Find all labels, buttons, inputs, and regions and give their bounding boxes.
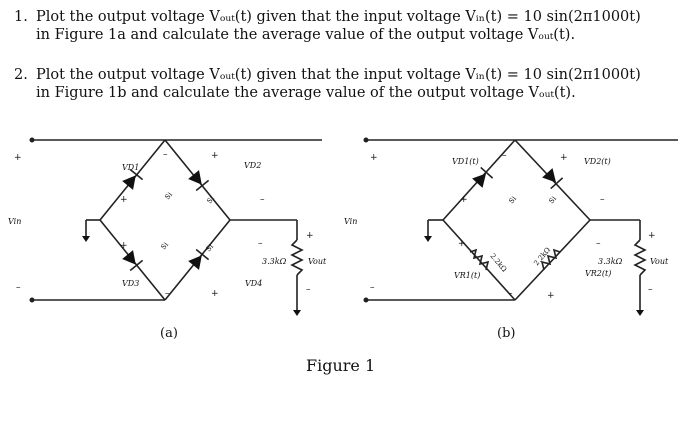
vout-minus-a: –	[306, 285, 311, 295]
d2-plus-b: +	[560, 153, 568, 163]
r1-value-b: 2.2kΩ	[488, 252, 508, 274]
question-2-line-2: in Figure 1b and calculate the average v…	[36, 85, 576, 101]
question-2-line-1: Plot the output voltage Vₒᵤₜ(t) given th…	[36, 67, 641, 83]
vin-label-b: Vin	[344, 217, 357, 226]
vout-plus-a: +	[306, 231, 314, 241]
vd4-label: VD4	[245, 279, 262, 288]
vd2-label-b: VD2(t)	[584, 157, 611, 166]
subfigure-b-caption: (b)	[497, 326, 516, 341]
vr1-label-b: VR1(t)	[454, 271, 480, 280]
d1-minus-b: –	[502, 151, 507, 161]
vin-plus-a: +	[14, 153, 22, 163]
r1-plus-b: +	[458, 239, 466, 249]
question-1-line-1: Plot the output voltage Vₒᵤₜ(t) given th…	[36, 9, 641, 25]
diode-d4-a	[188, 248, 210, 270]
vin-plus-b: +	[370, 153, 378, 163]
question-1-line-2: in Figure 1a and calculate the average v…	[36, 27, 576, 43]
vd1-label: VD1	[122, 163, 139, 172]
diode-d3-a	[122, 250, 144, 272]
question-1-number: 1.	[14, 9, 28, 25]
circuit-a: + – Vin VD1 VD2 VD3 VD4 Si Si Si Si + + …	[8, 137, 327, 316]
vr2-label-b: VR2(t)	[585, 269, 611, 278]
diode-d1-b	[472, 166, 494, 188]
resistor-r1-b	[469, 248, 490, 271]
vout-label-b: Vout	[650, 257, 669, 266]
r1-minus-b: –	[508, 289, 513, 299]
vin-minus-a: –	[16, 283, 21, 293]
question-2-number: 2.	[14, 67, 28, 83]
vd2-label: VD2	[244, 161, 261, 170]
d2-plus-a: +	[211, 151, 219, 161]
vin-label-a: Vin	[8, 217, 21, 226]
bridge-lower-right-b	[514, 219, 591, 301]
resistor-r2-b	[540, 248, 561, 271]
d1-plus-a: +	[120, 195, 128, 205]
vin-minus-b: –	[370, 283, 375, 293]
load-resistor-b	[633, 239, 647, 276]
d1-minus-a: –	[163, 150, 168, 160]
d2-minus-a: –	[260, 195, 265, 205]
figure-caption: Figure 1	[306, 356, 376, 375]
si-d1-b: Si	[507, 194, 518, 205]
si-d3-a: Si	[159, 240, 170, 251]
ground-icon-b	[424, 236, 432, 242]
si-d2-a: Si	[205, 194, 216, 205]
load-resistor-a	[290, 239, 304, 276]
circuit-b: + – Vin VD1(t) VD2(t) VR1(t) VR2(t) Si S…	[344, 137, 678, 316]
ground-icon-a	[82, 236, 90, 242]
question-1: 1. Plot the output voltage Vₒᵤₜ(t) given …	[14, 8, 690, 44]
vout-plus-b: +	[648, 231, 656, 241]
load-ground-icon-a	[293, 310, 301, 316]
d2-minus-b: –	[600, 195, 605, 205]
question-2: 2. Plot the output voltage Vₒᵤₜ(t) given …	[14, 66, 690, 102]
bridge-lower-left-b	[442, 219, 516, 301]
vd1-label-b: VD1(t)	[452, 157, 479, 166]
vout-label-a: Vout	[308, 257, 327, 266]
load-label-b: 3.3kΩ	[598, 257, 623, 266]
r2-plus-b: +	[547, 291, 555, 301]
diode-d2-b	[542, 168, 564, 190]
si-d1-a: Si	[163, 190, 174, 201]
vout-minus-b: –	[648, 285, 653, 295]
load-ground-icon-b	[636, 310, 644, 316]
si-d2-b: Si	[547, 194, 558, 205]
subfigure-a-caption: (a)	[160, 326, 178, 341]
d1-plus-b: +	[460, 195, 468, 205]
vd3-label: VD3	[122, 279, 139, 288]
si-d4-a: Si	[204, 242, 215, 253]
diode-d1-a	[122, 168, 144, 190]
d3-plus-a: +	[120, 241, 128, 251]
d4-plus-a: +	[211, 289, 219, 299]
load-label-a: 3.3kΩ	[262, 257, 287, 266]
d4-minus-a: –	[258, 239, 263, 249]
r2-minus-b: –	[596, 239, 601, 249]
diode-d2-a	[188, 170, 210, 192]
d3-minus-a: –	[165, 289, 170, 299]
